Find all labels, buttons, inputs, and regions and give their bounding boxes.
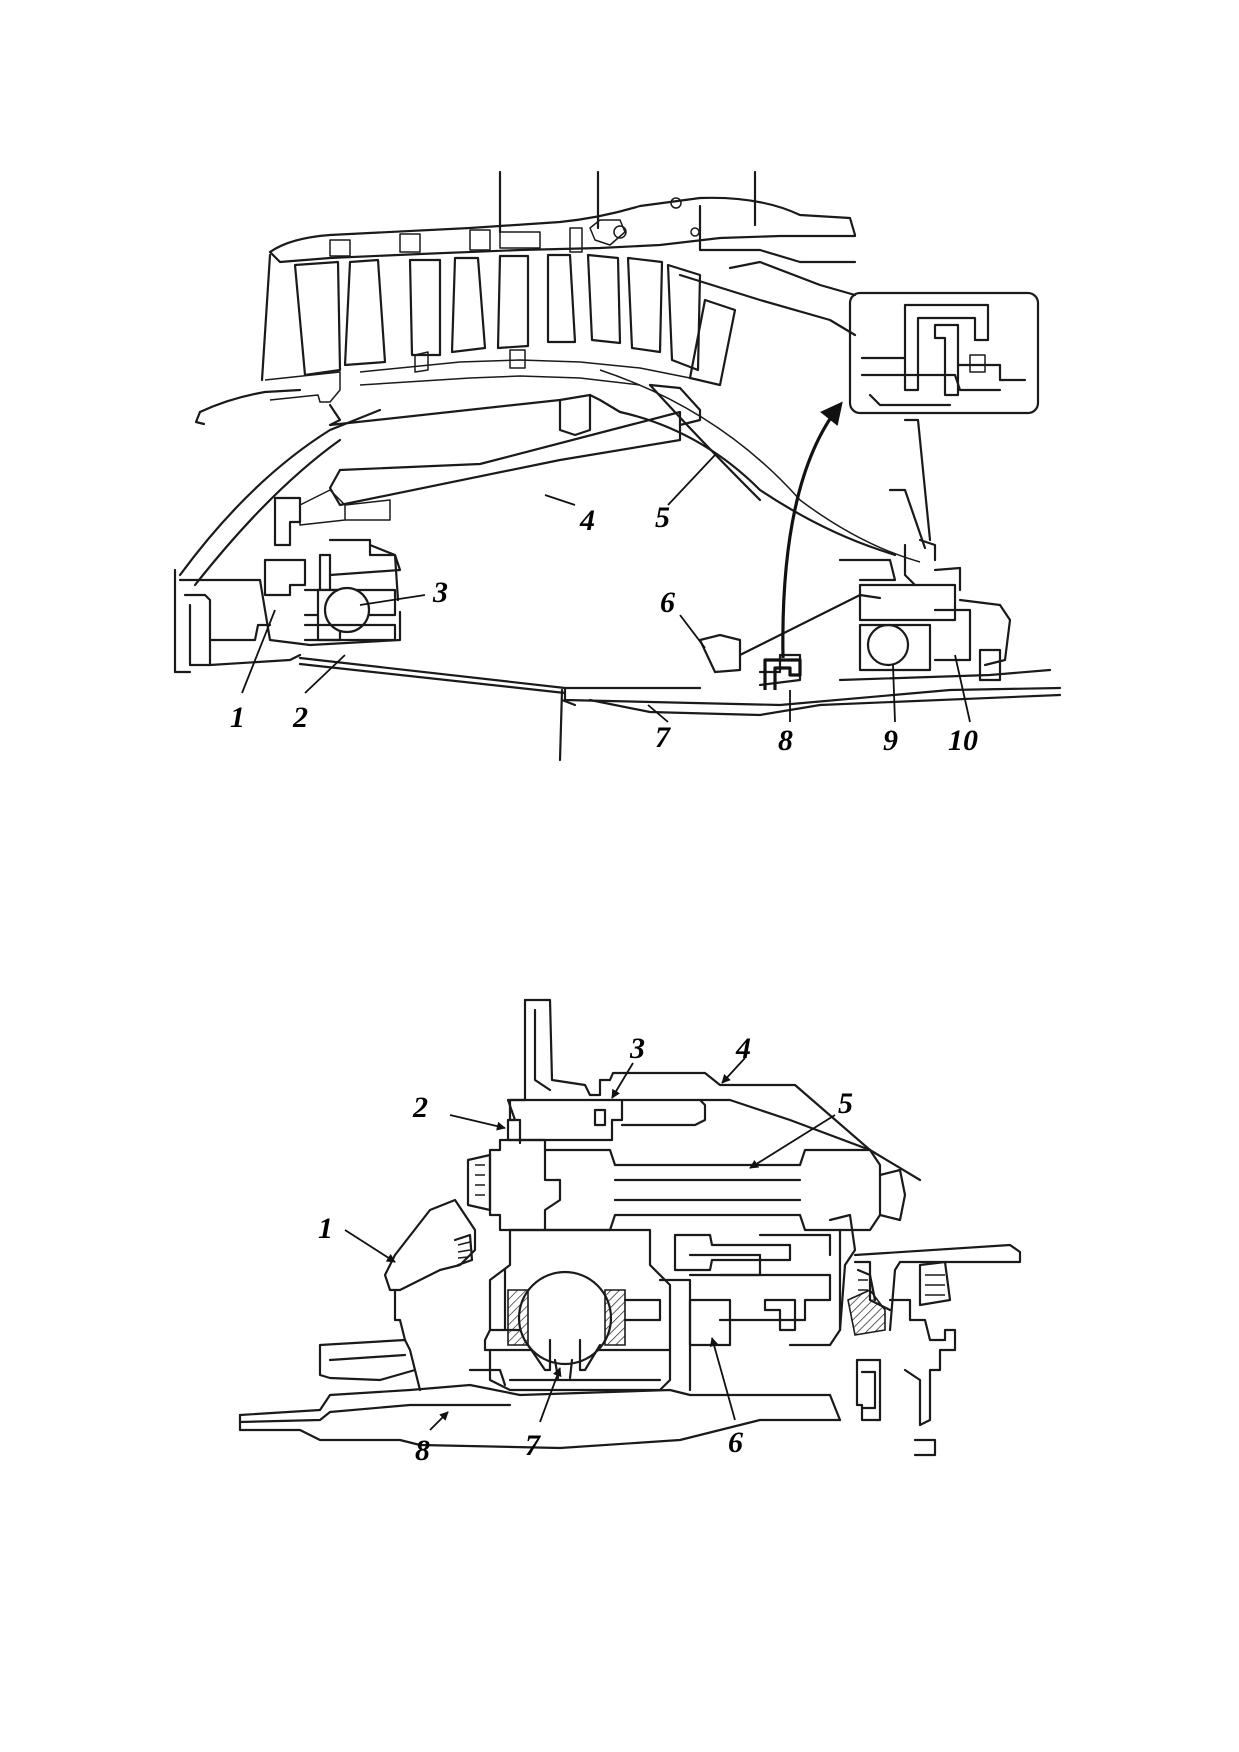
inset-detail bbox=[848, 291, 1040, 415]
shaft-and-arm bbox=[238, 1198, 842, 1450]
fig1-callout-1: 1 bbox=[230, 701, 245, 734]
fig1-callout-5: 5 bbox=[655, 501, 670, 534]
spacer-and-studs bbox=[673, 1213, 857, 1347]
figure-2-bearing-detail: 1 2 3 4 5 6 7 8 bbox=[238, 998, 1022, 1467]
figure-2-leaders bbox=[344, 1057, 836, 1431]
fig2-callout-4: 4 bbox=[735, 1032, 751, 1065]
fig2-callout-7: 7 bbox=[525, 1429, 541, 1462]
compressor-blades bbox=[194, 253, 737, 426]
fig2-callout-8: 8 bbox=[415, 1434, 430, 1467]
fig1-callout-6: 6 bbox=[660, 586, 675, 619]
pin-bolt bbox=[466, 1138, 907, 1232]
inner-structure bbox=[178, 383, 897, 587]
outer-casing bbox=[268, 170, 857, 337]
fig1-callout-3: 3 bbox=[432, 576, 448, 609]
figure-1-engine-section: 1 2 3 4 5 6 7 8 9 10 bbox=[173, 170, 1062, 762]
bearing-housing bbox=[506, 998, 922, 1182]
fig2-callout-2: 2 bbox=[412, 1091, 428, 1124]
front-bearing-assembly bbox=[173, 496, 402, 674]
fig2-callout-5: 5 bbox=[838, 1087, 853, 1120]
oil-pipe bbox=[299, 410, 682, 526]
harness-line bbox=[599, 369, 921, 563]
fig1-callout-7: 7 bbox=[655, 721, 671, 754]
fig2-callout-6: 6 bbox=[728, 1426, 743, 1459]
fig1-callout-10: 10 bbox=[948, 724, 978, 757]
fig2-callout-3: 3 bbox=[629, 1032, 645, 1065]
fig1-callout-4: 4 bbox=[579, 504, 595, 537]
bearing-block bbox=[483, 1228, 692, 1392]
fig2-callout-1: 1 bbox=[318, 1212, 333, 1245]
figure-1-leaders bbox=[241, 454, 971, 723]
right-flange bbox=[847, 1243, 1022, 1457]
shaft bbox=[298, 656, 1062, 762]
rear-bearing-assembly bbox=[698, 418, 1052, 690]
inset-arrow bbox=[781, 401, 843, 659]
fig1-callout-9: 9 bbox=[883, 724, 898, 757]
fig1-callout-8: 8 bbox=[778, 724, 793, 757]
fig1-callout-2: 2 bbox=[292, 701, 308, 734]
